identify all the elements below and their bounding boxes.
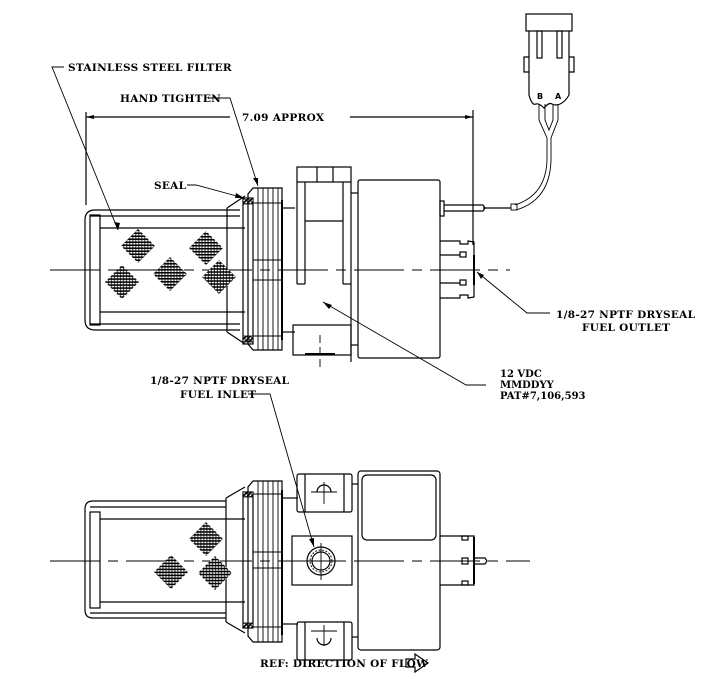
pin-a-label: A xyxy=(555,92,562,101)
top-motor xyxy=(357,179,486,359)
outline-right-arrow-icon xyxy=(405,652,430,674)
electrical-connector: B A xyxy=(483,13,575,211)
rating-label-line1: 12 VDC xyxy=(500,369,542,380)
rating-label-line2: MMDDYY xyxy=(500,380,555,391)
bottom-view xyxy=(50,470,530,661)
bottom-pump-head xyxy=(291,473,358,661)
bottom-filter xyxy=(84,486,246,634)
inlet-label-line2: FUEL INLET xyxy=(180,389,256,401)
mesh-patches xyxy=(105,229,236,299)
pin-b-label: B xyxy=(537,92,543,101)
rating-label-line3: PAT#7,106,593 xyxy=(500,391,586,402)
bottom-motor xyxy=(357,470,488,651)
dimension-7-09: 7.09 APPROX xyxy=(85,110,474,245)
top-pump-head xyxy=(292,166,358,370)
hand-tighten-label: HAND TIGHTEN xyxy=(120,93,221,105)
outlet-label-line1: 1/8-27 NPTF DRYSEAL xyxy=(556,309,696,321)
bottom-labels: 1/8-27 NPTF DRYSEAL FUEL INLET REF: DIRE… xyxy=(150,375,430,674)
bottom-bowl-nut xyxy=(242,480,298,643)
seal-label: SEAL xyxy=(154,180,187,192)
inlet-label-line1: 1/8-27 NPTF DRYSEAL xyxy=(150,375,290,387)
outlet-label-line2: FUEL OUTLET xyxy=(582,322,670,334)
dimension-label: 7.09 APPROX xyxy=(242,112,325,124)
top-labels: STAINLESS STEEL FILTER HAND TIGHTEN SEAL… xyxy=(51,62,696,402)
flow-direction-label: REF: DIRECTION OF FLOW xyxy=(260,658,428,670)
top-bowl-nut xyxy=(242,187,295,351)
filter-label: STAINLESS STEEL FILTER xyxy=(68,62,232,74)
